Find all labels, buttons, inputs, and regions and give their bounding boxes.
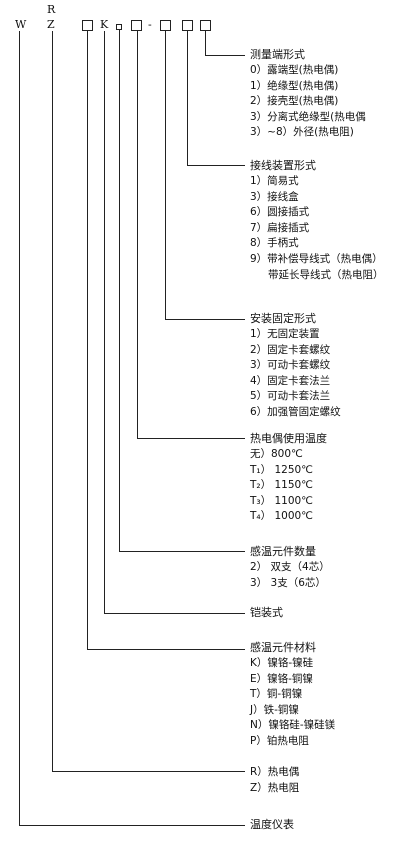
code-char-w: W [15, 18, 27, 31]
code-box-end-form [200, 20, 211, 31]
list-item: 1）简易式 [250, 175, 299, 187]
connector-material-v [87, 31, 88, 650]
section-title: 温度仪表 [250, 818, 294, 831]
list-item: 6）圆接插式 [250, 206, 310, 219]
connector-instrument-h [19, 825, 245, 826]
list-item: 9）带补偿导线式（热电偶） [250, 252, 383, 265]
section-instrument: 温度仪表 [250, 817, 416, 833]
connector-junction-h [187, 165, 245, 166]
list-item: Z）热电阻 [250, 781, 300, 794]
list-item: 4）固定卡套法兰 [250, 374, 331, 387]
list-item: 带延长导线式（热电阻） [268, 268, 384, 281]
connector-temperature-h [137, 438, 245, 439]
connector-armored-h [104, 613, 245, 614]
connector-mounting-h [165, 319, 245, 320]
code-char-z: Z [47, 18, 55, 31]
section-mounting: 安装固定形式 1）无固定装置 2）固定卡套螺纹 3）可动卡套螺纹 4）固定卡套法… [250, 311, 416, 421]
section-title: 安装固定形式 [250, 312, 316, 325]
connector-count-h [119, 551, 245, 552]
list-item: T₂） 1150℃ [250, 479, 313, 492]
section-title: 铠装式 [250, 606, 283, 619]
section-title: 测量端形式 [250, 48, 305, 61]
code-box-mounting [160, 20, 171, 31]
list-item: K）镍铬-镍硅 [250, 657, 314, 669]
list-item: J）铁-铜镍 [250, 703, 299, 716]
list-item: 3） 3支（6芯） [250, 576, 326, 589]
code-superscript-r: R [47, 3, 56, 16]
list-item: 6）加强管固定螺纹 [250, 405, 341, 418]
list-item: N）镍铬硅-镍硅镁 [250, 719, 336, 732]
section-title: 感温元件数量 [250, 545, 316, 558]
list-item: 3）~8）外径(热电阻) [250, 126, 354, 139]
connector-junction-v [187, 31, 188, 166]
list-item: 2）固定卡套螺纹 [250, 343, 331, 356]
list-item: 5）可动卡套法兰 [250, 390, 331, 403]
connector-temperature-v [137, 31, 138, 439]
section-element-material: 感温元件材料 K）镍铬-镍硅 E）镍铬-铜镍 T）铜-铜镍 J）铁-铜镍 N）镍… [250, 640, 416, 750]
list-item: T₁） 1250℃ [250, 463, 313, 476]
code-box-temperature [131, 20, 142, 31]
connector-type-v [52, 31, 53, 772]
connector-material-h [87, 649, 245, 650]
code-box-junction [182, 20, 193, 31]
list-item: 8）手柄式 [250, 237, 299, 250]
connector-end-form-h [205, 55, 245, 56]
list-item: 3）接线盒 [250, 190, 299, 203]
list-item: P）铂热电阻 [250, 734, 309, 747]
section-title: 热电偶使用温度 [250, 432, 327, 445]
connector-type-h [52, 771, 245, 772]
list-item: 1）绝缘型(热电偶) [250, 79, 339, 92]
list-item: T₄） 1000℃ [250, 510, 313, 523]
connector-end-form-v [205, 31, 206, 56]
list-item: 3）分离式绝缘型(热电偶 [250, 110, 366, 123]
section-end-form: 测量端形式 0）露端型(热电偶) 1）绝缘型(热电偶) 2）接壳型(热电偶) 3… [250, 47, 416, 141]
code-box-material [82, 20, 93, 31]
connector-count-v [119, 30, 120, 552]
section-temperature: 热电偶使用温度 无）800℃ T₁） 1250℃ T₂） 1150℃ T₃） 1… [250, 431, 416, 525]
section-title: 接线装置形式 [250, 159, 316, 172]
connector-armored-v [104, 31, 105, 614]
connector-instrument-v [19, 31, 20, 826]
section-junction-box: 接线装置形式 1）简易式 3）接线盒 6）圆接插式 7）扁接插式 8）手柄式 9… [250, 158, 416, 283]
section-type: R）热电偶 Z）热电阻 [250, 765, 416, 796]
code-box-count [116, 24, 122, 30]
list-item: 7）扁接插式 [250, 221, 310, 234]
code-dash: - [148, 18, 152, 31]
list-item: 无）800℃ [250, 448, 303, 460]
section-armored: 铠装式 [250, 605, 416, 621]
list-item: 3）可动卡套螺纹 [250, 359, 331, 372]
list-item: R）热电偶 [250, 766, 300, 778]
section-title: 感温元件材料 [250, 641, 316, 654]
connector-mounting-v [165, 31, 166, 320]
section-element-count: 感温元件数量 2） 双支（4芯） 3） 3支（6芯） [250, 544, 416, 591]
list-item: 2） 双支（4芯） [250, 561, 330, 573]
list-item: 1）无固定装置 [250, 328, 320, 340]
list-item: 0）露端型(热电偶) [250, 64, 339, 76]
list-item: E）镍铬-铜镍 [250, 672, 313, 685]
list-item: 2）接壳型(热电偶) [250, 95, 339, 108]
code-char-k: K [100, 18, 109, 31]
list-item: T）铜-铜镍 [250, 688, 303, 701]
list-item: T₃） 1100℃ [250, 494, 313, 507]
